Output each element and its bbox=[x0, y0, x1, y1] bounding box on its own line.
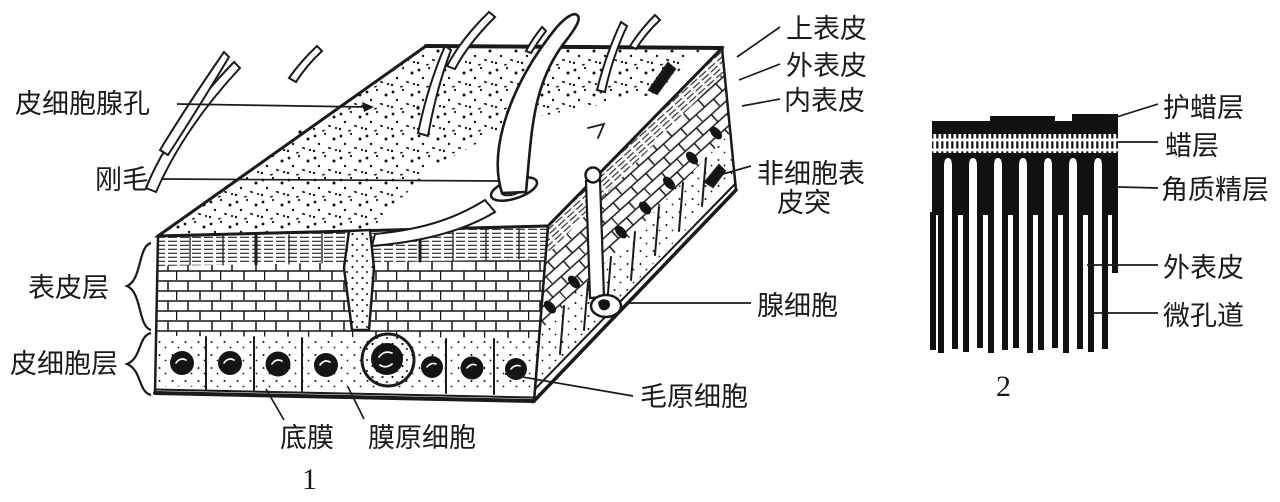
front-cell-nuclei bbox=[170, 351, 527, 380]
right-cell-dividers bbox=[559, 157, 707, 355]
leader-arrowhead bbox=[362, 102, 374, 112]
label-cement-layer: 护蜡层 bbox=[1163, 93, 1244, 123]
front-cell-dividers bbox=[205, 336, 495, 395]
label-noncellular-process-1: 非细胞表 bbox=[757, 159, 865, 189]
cuticle-block-diagram bbox=[144, 10, 738, 405]
panel1-leaders bbox=[161, 26, 781, 421]
panel2-leaders bbox=[1087, 103, 1159, 314]
label-noncellular-process-2: 皮突 bbox=[777, 188, 831, 218]
noncellular-process bbox=[703, 163, 727, 189]
seta-shaft bbox=[496, 12, 580, 195]
top-face-stippling bbox=[160, 49, 700, 234]
upper-pore-canals bbox=[944, 158, 1102, 215]
gland-duct bbox=[584, 166, 623, 319]
right-procuticle-band bbox=[540, 72, 730, 331]
small-setae bbox=[144, 10, 727, 194]
panel2-number: 2 bbox=[996, 370, 1011, 403]
label-epidermal-cell-layer: 皮细胞层 bbox=[10, 349, 118, 379]
large-seta bbox=[489, 12, 580, 202]
label-upper-epicuticle: 上表皮 bbox=[786, 14, 867, 44]
label-membrane-forming-cell: 膜原细胞 bbox=[368, 423, 476, 453]
layer-braces bbox=[124, 241, 152, 397]
panel1-labels: 皮细胞腺孔 刚毛 表皮层 皮细胞层 底膜 膜原细胞 上表皮 外表皮 内表皮 非细… bbox=[10, 14, 867, 496]
label-basement-membrane: 底膜 bbox=[280, 423, 334, 453]
label-trichogen-cell: 毛原细胞 bbox=[640, 382, 748, 412]
label-pore-canal: 微孔道 bbox=[1163, 301, 1244, 331]
label-gland-pore: 皮细胞腺孔 bbox=[15, 89, 150, 119]
panel2-labels: 护蜡层 蜡层 角质精层 外表皮 微孔道 2 bbox=[996, 93, 1269, 403]
trichogen-cell-nucleus bbox=[371, 343, 403, 375]
lower-canal-walls bbox=[930, 153, 1118, 353]
front-cell-band bbox=[155, 336, 539, 393]
cement-layer-shape bbox=[932, 114, 1118, 134]
label-epicuticle-group: 表皮层 bbox=[28, 273, 109, 303]
basement-membrane-line bbox=[154, 388, 535, 399]
wax-layer-shape bbox=[932, 134, 1118, 153]
panel1-number: 1 bbox=[302, 463, 317, 496]
epicuticle-dividers bbox=[189, 228, 520, 266]
label-inner-epicuticle: 内表皮 bbox=[784, 86, 865, 116]
top-face bbox=[153, 44, 725, 238]
trichogen-channel bbox=[342, 198, 497, 388]
label-cuticulin-layer: 角质精层 bbox=[1161, 175, 1269, 205]
label-outer-epicuticle-2: 外表皮 bbox=[1163, 253, 1244, 283]
label-gland-cell: 腺细胞 bbox=[757, 291, 838, 321]
duct-opening bbox=[584, 166, 602, 184]
cell-layer-brace bbox=[124, 331, 152, 397]
label-wax-layer: 蜡层 bbox=[1165, 131, 1219, 161]
epicuticle-brace bbox=[124, 241, 152, 332]
label-outer-epicuticle: 外表皮 bbox=[786, 51, 867, 81]
label-seta: 刚毛 bbox=[95, 165, 149, 195]
epicuticle-detail-diagram: 护蜡层 蜡层 角质精层 外表皮 微孔道 2 bbox=[930, 93, 1269, 403]
